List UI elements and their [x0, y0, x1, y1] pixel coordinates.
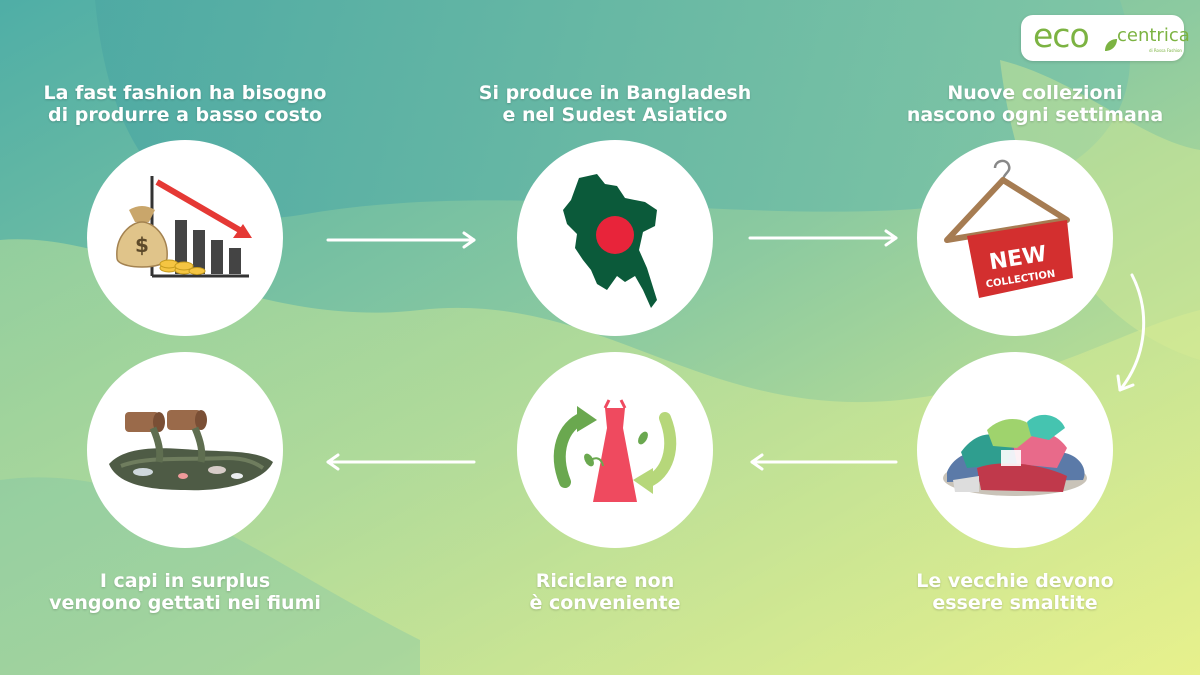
step-4-label: Le vecchie devono essere smaltite	[916, 570, 1114, 614]
step-3-label: Nuove collezioni nascono ogni settimana	[906, 82, 1164, 126]
logo-centrica: centrica	[1117, 25, 1190, 46]
step-6-label: I capi in surplus vengono gettati nei fi…	[49, 570, 321, 614]
step-2-circle	[517, 140, 713, 336]
arrow-3-to-4	[1116, 273, 1146, 392]
recycle-dress-icon	[553, 399, 677, 502]
step-6-circle	[87, 352, 283, 548]
step-5-circle	[517, 352, 713, 548]
hanger-new-collection-icon: NEW COLLECTION	[944, 159, 1073, 298]
logo-tagline: di Rossa Fashion	[1149, 48, 1182, 53]
step-4-circle	[917, 352, 1113, 548]
money-bag-falling-chart-icon: $	[116, 176, 252, 278]
arrow-1-to-2	[326, 231, 476, 249]
bangladesh-map-icon	[563, 174, 657, 308]
leaf-icon	[1105, 39, 1117, 51]
step-2-label: Si produce in Bangladesh e nel Sudest As…	[478, 82, 752, 126]
step-5-label: Riciclare non è conveniente	[529, 570, 681, 614]
step-1-circle: $	[87, 140, 283, 336]
step-3-circle: NEW COLLECTION	[917, 140, 1113, 336]
svg-text:$: $	[135, 233, 149, 257]
arrow-4-to-5	[750, 453, 898, 471]
step-1-label: La fast fashion ha bisogno di produrre a…	[43, 82, 327, 126]
polluted-river-pipes-icon	[109, 410, 273, 491]
ecocentrica-logo: eco centrica di Rossa Fashion	[1021, 15, 1190, 61]
logo-eco: eco	[1033, 16, 1090, 55]
arrow-5-to-6	[326, 453, 476, 471]
arrow-2-to-3	[748, 229, 898, 247]
clothes-pile-icon	[943, 414, 1087, 496]
